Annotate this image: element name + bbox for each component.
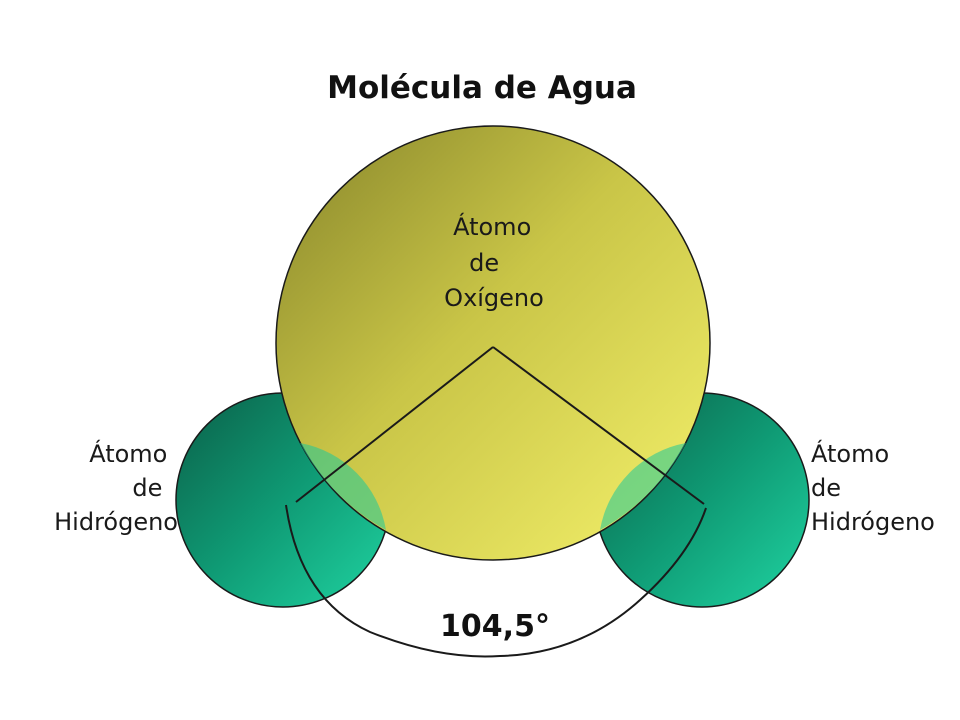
- oxygen-atom: [275, 125, 711, 561]
- hydrogen-right-overlap: [600, 443, 686, 530]
- diagram-title: Molécula de Agua: [327, 70, 637, 106]
- bond-line-right: [492, 346, 705, 505]
- hydrogen-left-overlap: [300, 443, 386, 530]
- hydrogen-right-label: Átomo de Hidrógeno: [811, 439, 935, 536]
- hydrogen-left-label: Átomo de Hidrógeno: [54, 439, 178, 536]
- bond-line-left: [295, 346, 494, 503]
- bond-angle-arc: [285, 504, 707, 658]
- bond-angle-label: 104,5°: [440, 609, 550, 644]
- oxygen-label: Átomo de Oxígeno: [444, 212, 544, 312]
